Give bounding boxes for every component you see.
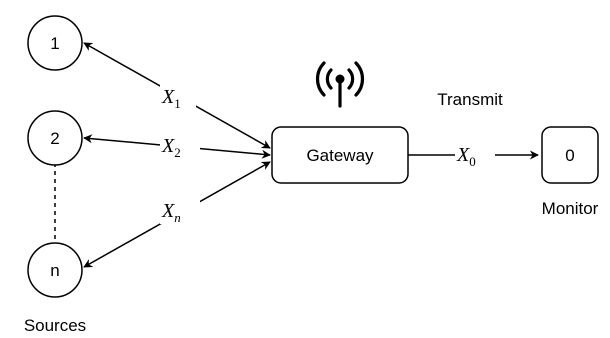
svg-text:0: 0 xyxy=(565,146,574,165)
sources-caption: Sources xyxy=(24,316,86,335)
source-node-2: 2 xyxy=(27,110,83,166)
edge-label-xn: Xn xyxy=(161,200,181,225)
svg-text:Gateway: Gateway xyxy=(306,146,374,165)
svg-text:n: n xyxy=(50,261,59,280)
transmit-label: Transmit xyxy=(437,90,503,109)
edge-label-x0: X0 xyxy=(456,144,476,169)
edge-label-x2: X2 xyxy=(161,135,181,160)
svg-text:2: 2 xyxy=(50,129,59,148)
gateway-node: Gateway xyxy=(271,126,409,184)
wireless-antenna-icon xyxy=(316,61,364,108)
monitor-caption: Monitor xyxy=(542,199,599,218)
svg-text:1: 1 xyxy=(50,34,59,53)
edge-label-x1: X1 xyxy=(161,86,181,111)
monitor-node: 0 xyxy=(541,126,599,184)
source-node-n: n xyxy=(27,242,83,298)
source-node-1: 1 xyxy=(27,15,83,71)
